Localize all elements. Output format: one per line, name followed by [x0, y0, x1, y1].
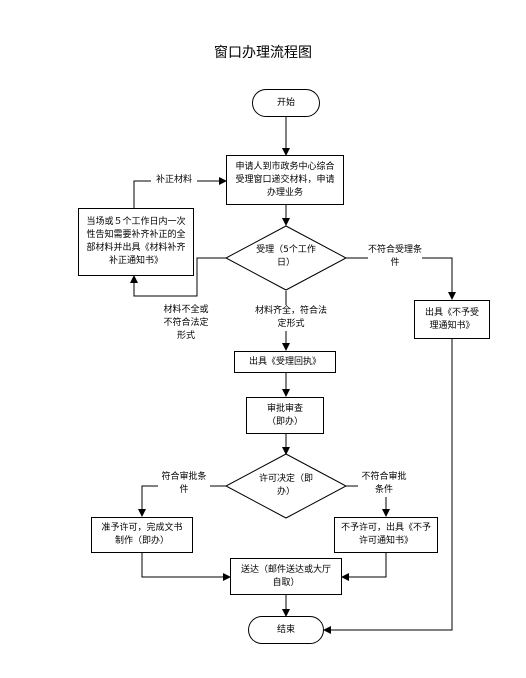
accept-decision-label: 受理（5个工作日）	[256, 245, 316, 268]
accept-decision-diamond	[224, 225, 348, 291]
receipt-node: 出具《受理回执》	[234, 351, 336, 373]
edge-label-approve: 符合审批条件	[158, 471, 210, 497]
supplement-notice-node: 当场或５个工作日内一次性告知需要补齐补正的全部材料并出具《材料补齐补正通知书》	[78, 208, 194, 276]
edge-label-incomplete: 材料不全或不符合法定形式	[160, 304, 212, 343]
edge-label-not-accept: 不符合受理条件	[368, 244, 423, 270]
license-decision-diamond	[224, 453, 348, 519]
reject-notice-node: 出具《不予受理通知书》	[414, 300, 490, 339]
edge-label-supplement: 补正材料	[151, 174, 197, 187]
end-node: 结束	[248, 616, 324, 644]
apply-node: 申请人到市政务中心综合受理窗口递交材料，申请办理业务	[226, 155, 344, 205]
start-node: 开始	[252, 89, 320, 117]
deliver-node: 送达（邮件送达或大厅自取）	[230, 558, 342, 595]
review-node: 审批审查（即办）	[246, 397, 324, 434]
edge-incomplete	[130, 257, 226, 297]
grant-node: 准予许可，完成文书制作（即办）	[91, 517, 193, 553]
page-title: 窗口办理流程图	[214, 45, 312, 61]
deny-node: 不予许可，出具《不予许可通知书》	[334, 517, 438, 553]
edge-grant-deliver	[141, 553, 231, 581]
edge-label-disapprove: 不符合审批条件	[358, 471, 410, 497]
edge-deny-deliver	[341, 553, 387, 581]
edge-reject-end	[323, 339, 453, 634]
license-decision-label: 许可决定（即办）	[258, 474, 313, 497]
edge-label-complete: 材料齐全，符合法定形式	[252, 305, 330, 331]
